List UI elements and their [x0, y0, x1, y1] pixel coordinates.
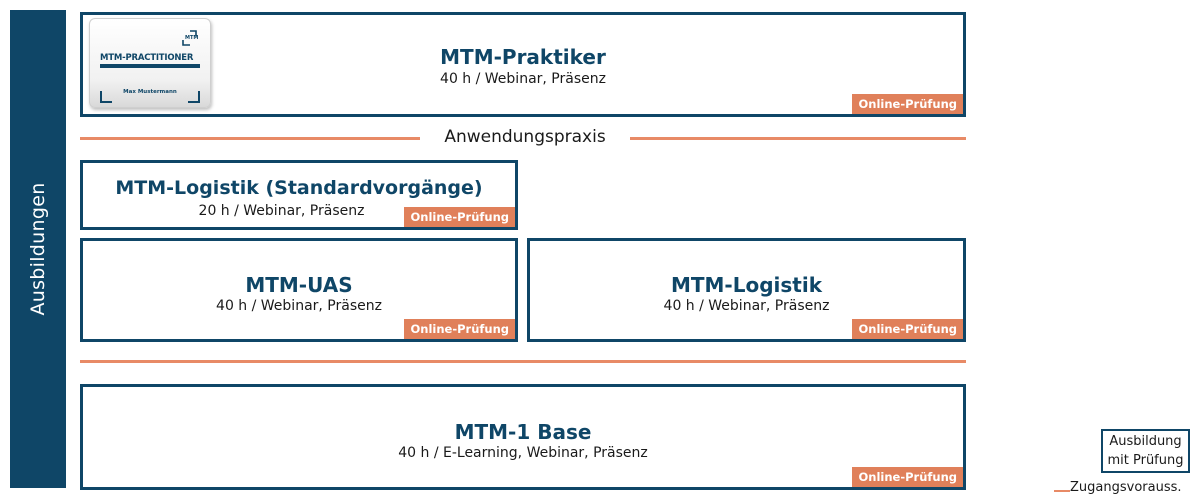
certificate-image: MTM MTM-PRACTITIONER Max Mustermann: [89, 18, 211, 108]
legend-box-line2: mit Prüfung: [1107, 453, 1184, 468]
certificate-name: Max Mustermann: [123, 89, 177, 95]
course-subtitle: 40 h / E-Learning, Webinar, Präsenz: [398, 445, 648, 461]
course-title: MTM-1 Base: [454, 420, 592, 444]
logo-text: MTM: [185, 35, 198, 41]
mtm-logo-icon: MTM: [182, 30, 198, 46]
course-box-logistik-standard[interactable]: MTM-Logistik (Standardvorgänge) 20 h / W…: [80, 160, 518, 230]
certificate-title: MTM-PRACTITIONER: [100, 53, 194, 63]
course-box-uas[interactable]: MTM-UAS 40 h / Webinar, Präsenz Online-P…: [80, 238, 518, 342]
exam-badge: Online-Prüfung: [852, 94, 963, 114]
course-title: MTM-UAS: [245, 273, 353, 297]
course-box-base[interactable]: MTM-1 Base 40 h / E-Learning, Webinar, P…: [80, 384, 966, 490]
course-title: MTM-Logistik (Standardvorgänge): [115, 177, 483, 199]
course-subtitle: 40 h / Webinar, Präsenz: [216, 298, 382, 314]
corner-mark-icon: [100, 91, 112, 103]
course-subtitle: 20 h / Webinar, Präsenz: [198, 203, 365, 219]
course-title: MTM-Logistik: [670, 273, 823, 297]
course-title: MTM-Praktiker: [440, 45, 606, 69]
course-box-logistik[interactable]: MTM-Logistik 40 h / Webinar, Präsenz Onl…: [527, 238, 966, 342]
exam-badge: Online-Prüfung: [852, 319, 963, 339]
course-subtitle: 40 h / Webinar, Präsenz: [440, 71, 606, 87]
separator-label: Anwendungspraxis: [420, 126, 630, 148]
course-subtitle: 40 h / Webinar, Präsenz: [663, 298, 830, 314]
legend-line: [1054, 490, 1070, 492]
exam-badge: Online-Prüfung: [852, 467, 963, 487]
sidebar-label: Ausbildungen: [27, 182, 49, 316]
legend-box-line1: Ausbildung: [1109, 434, 1182, 449]
exam-badge: Online-Prüfung: [404, 207, 515, 227]
legend-box: Ausbildung mit Prüfung: [1101, 429, 1190, 473]
separator-line: [80, 360, 966, 363]
certificate-bar: [100, 64, 200, 68]
corner-mark-icon: [188, 91, 200, 103]
legend-line-label: Zugangsvorauss.: [1070, 480, 1182, 495]
course-box-praktiker[interactable]: MTM-Praktiker 40 h / Webinar, Präsenz On…: [80, 12, 966, 117]
sidebar: Ausbildungen: [10, 10, 66, 488]
exam-badge: Online-Prüfung: [404, 319, 515, 339]
